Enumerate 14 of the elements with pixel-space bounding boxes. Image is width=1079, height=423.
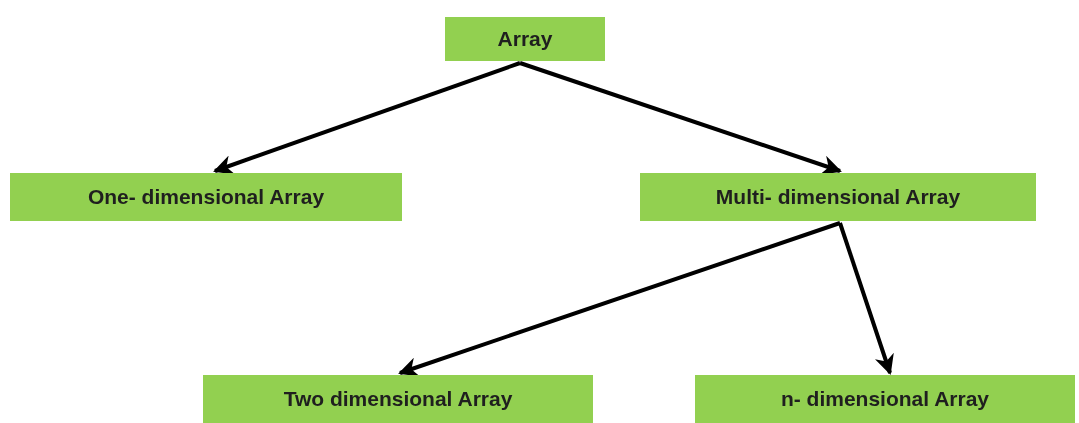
process-box bbox=[445, 17, 605, 61]
node-label: Two dimensional Array bbox=[283, 387, 513, 411]
node-label: Multi- dimensional Array bbox=[715, 185, 961, 209]
process-box bbox=[10, 173, 402, 221]
process-box bbox=[640, 173, 1036, 221]
node-label: Array bbox=[497, 27, 553, 51]
arrow bbox=[519, 61, 842, 175]
arrow bbox=[838, 222, 894, 375]
arrow bbox=[398, 221, 841, 377]
node-label: One- dimensional Array bbox=[87, 185, 325, 209]
arrow bbox=[213, 61, 521, 175]
process-box bbox=[695, 375, 1075, 423]
process-box bbox=[203, 375, 593, 423]
node-label: n- dimensional Array bbox=[780, 387, 990, 411]
